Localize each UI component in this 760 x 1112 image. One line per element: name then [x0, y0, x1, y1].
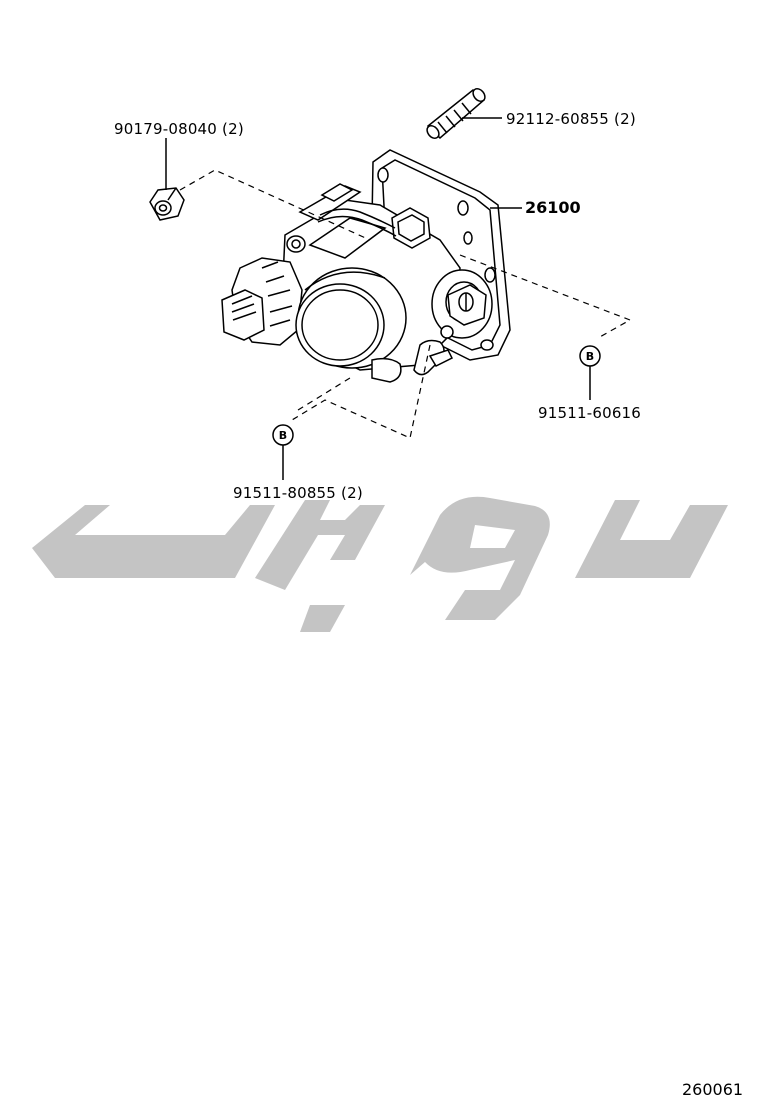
label-bolt-bottom: 91511-80855 (2) [233, 484, 363, 502]
bolt-bottom-qty: (2) [341, 484, 363, 502]
nut-part-drawing [149, 187, 185, 221]
stud-part-number: 92112-60855 [506, 110, 610, 128]
assembly-guide-lines [179, 169, 632, 439]
diagram-code: 260061 [682, 1080, 744, 1099]
label-throttle-body: 26100 [525, 198, 581, 217]
bolt-bottom-part-number: 91511-80855 [233, 484, 337, 502]
label-nut: 90179-08040 (2) [114, 120, 244, 138]
label-stud: 92112-60855 (2) [506, 110, 636, 128]
throttle-body-drawing [221, 149, 511, 383]
callout-b-right: B [579, 345, 601, 367]
bolt-right-part-number: 91511-60616 [538, 404, 642, 422]
leader-lines [165, 117, 591, 480]
stud-part-drawing [426, 87, 486, 140]
label-bolt-right: 91511-60616 [538, 404, 641, 422]
stud-qty: (2) [614, 110, 636, 128]
callout-b-bottom: B [272, 424, 294, 446]
nut-part-number: 90179-08040 [114, 120, 218, 138]
callout-letter-bottom: B [279, 429, 287, 442]
watermark-logo [32, 496, 728, 632]
nut-qty: (2) [222, 120, 244, 138]
callout-letter-right: B [586, 350, 594, 363]
